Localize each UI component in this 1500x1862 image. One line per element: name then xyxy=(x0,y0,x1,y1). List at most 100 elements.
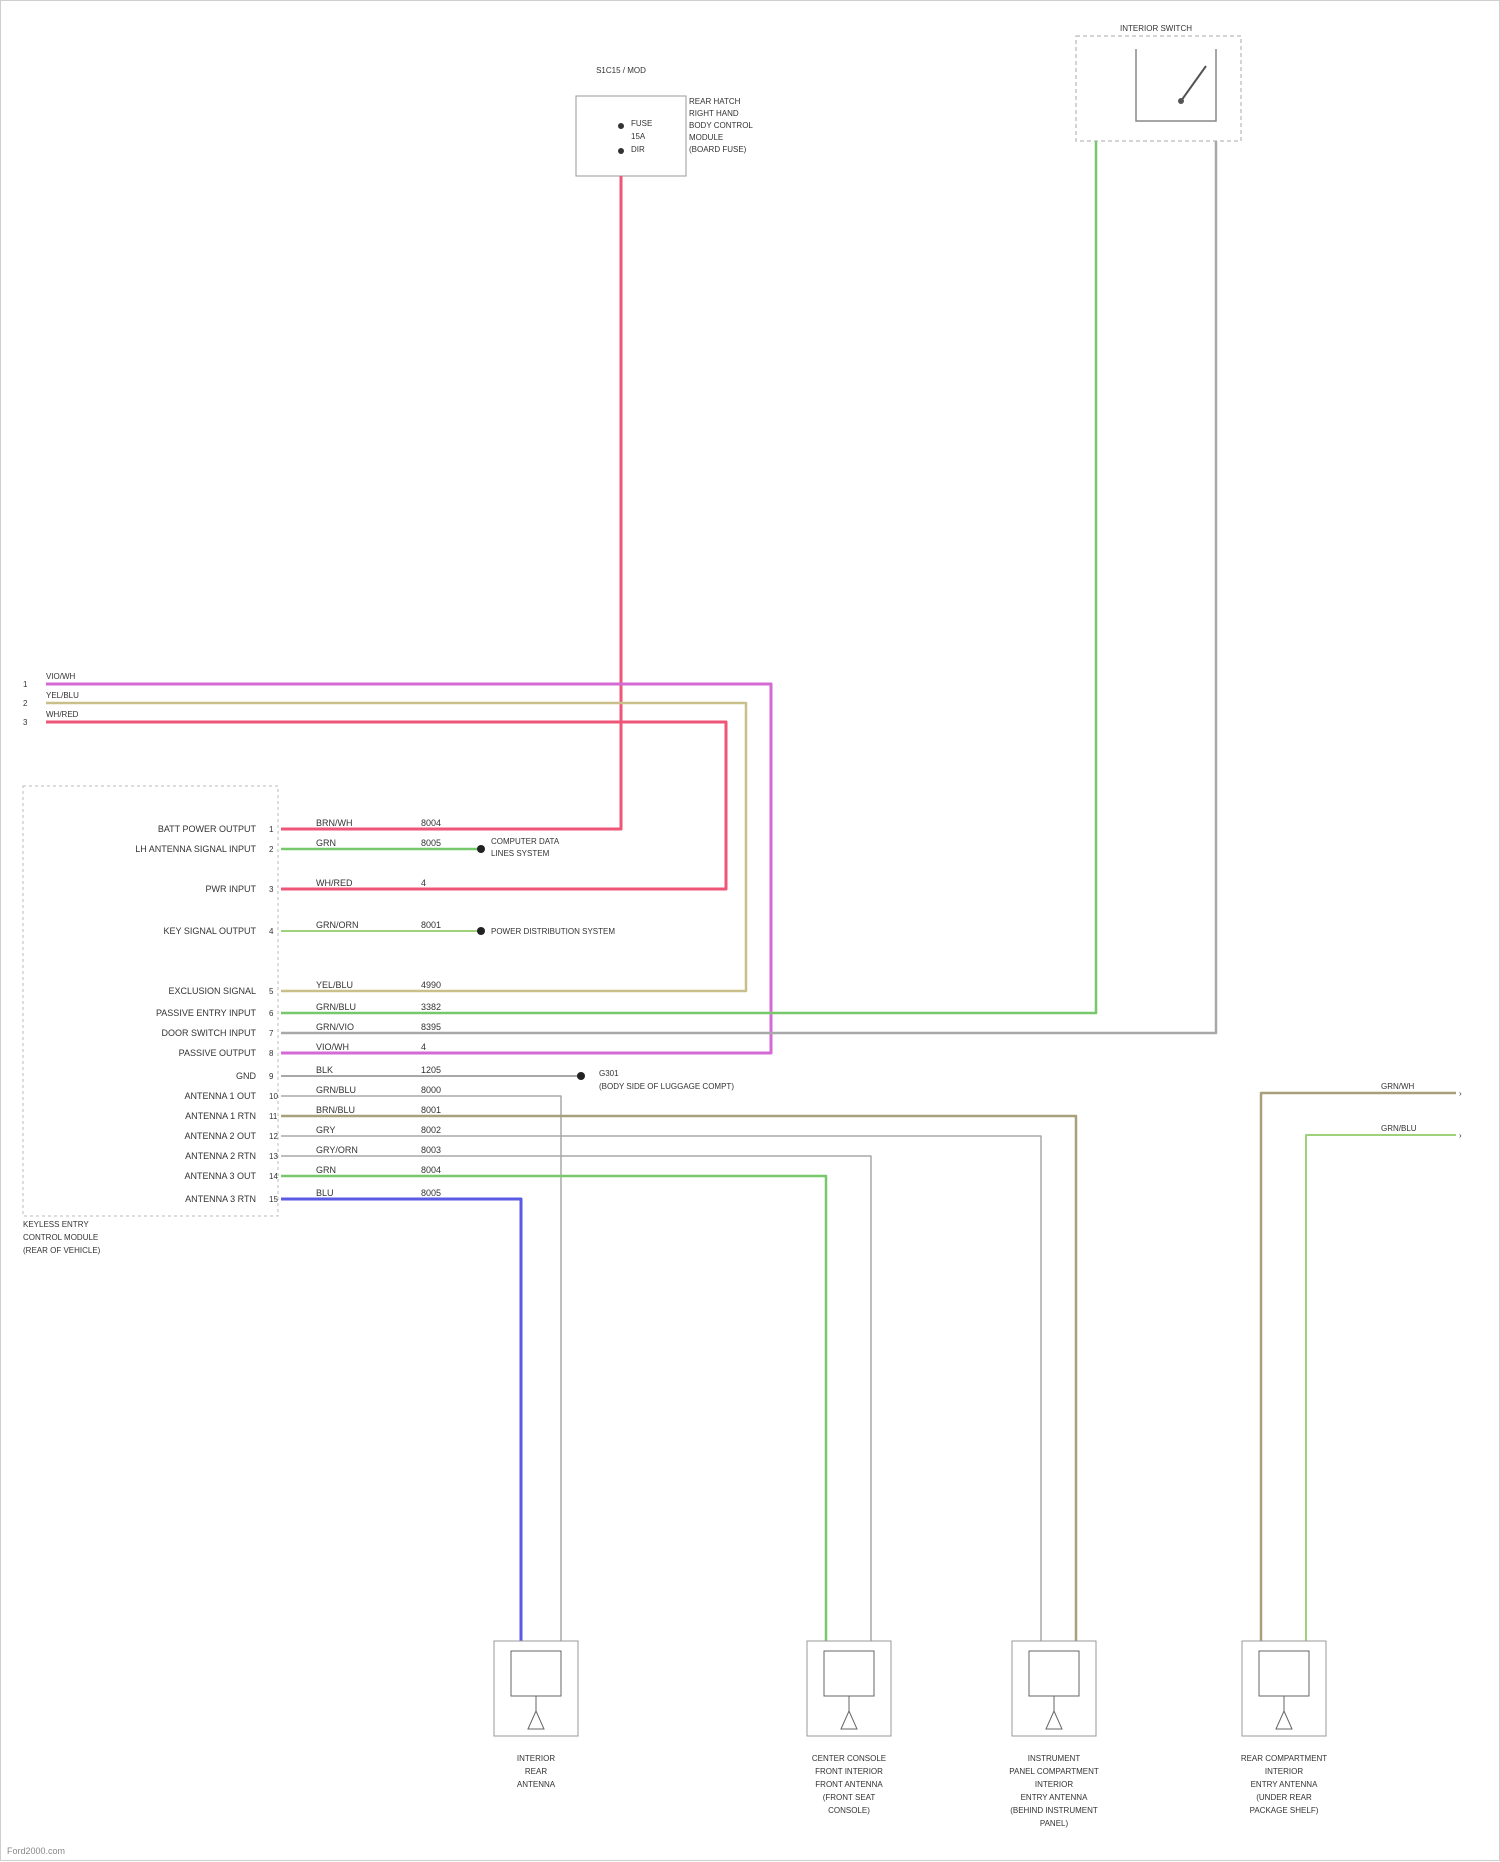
circuit-number: 8005 xyxy=(421,838,441,848)
antenna-name: INSTRUMENT xyxy=(1028,1754,1081,1763)
pin-label: EXCLUSION SIGNAL xyxy=(168,986,256,996)
pin-number: 5 xyxy=(269,987,274,996)
pin-label: GND xyxy=(236,1071,257,1081)
ref-note: G301 xyxy=(599,1069,619,1078)
fuse-block: S1C15 / MOD FUSE 15A DIR REAR HATCH RIGH… xyxy=(576,66,753,176)
circuit-number: 8000 xyxy=(421,1085,441,1095)
antenna-name: PANEL) xyxy=(1040,1819,1069,1828)
splice-icon xyxy=(477,927,485,935)
wire-color-label: GRN/ORN xyxy=(316,920,359,930)
wire-color-label: YEL/BLU xyxy=(316,980,353,990)
top-wire-color: WH/RED xyxy=(46,710,79,719)
antenna-name: INTERIOR xyxy=(1265,1767,1303,1776)
antenna-name: INTERIOR xyxy=(1035,1780,1073,1789)
antenna-name: (BEHIND INSTRUMENT xyxy=(1010,1806,1098,1815)
module-name: CONTROL MODULE xyxy=(23,1233,98,1242)
pin-number: 7 xyxy=(269,1029,274,1038)
antenna-name: PANEL COMPARTMENT xyxy=(1009,1767,1099,1776)
right-wire-labels: GRN/WH GRN/BLU › › xyxy=(1381,1082,1462,1140)
antenna-name: CENTER CONSOLE xyxy=(812,1754,886,1763)
antenna-name: FRONT ANTENNA xyxy=(815,1780,883,1789)
ref-note: COMPUTER DATA xyxy=(491,837,560,846)
top-wire-num: 2 xyxy=(23,699,28,708)
antenna-icon xyxy=(1046,1696,1062,1729)
antenna-box xyxy=(807,1641,891,1736)
circuit-number: 8003 xyxy=(421,1145,441,1155)
wire-color-label: GRN/VIO xyxy=(316,1022,354,1032)
fuse-terminal-icon xyxy=(618,148,624,154)
splice-icon xyxy=(477,845,485,853)
fuse-title: S1C15 / MOD xyxy=(596,66,646,75)
pin-number: 15 xyxy=(269,1195,278,1204)
wire xyxy=(1306,1135,1456,1641)
antenna-name: CONSOLE) xyxy=(828,1806,870,1815)
pin-label: ANTENNA 2 OUT xyxy=(184,1131,256,1141)
top-wire-connector: 1 2 3 VIO/WH YEL/BLU WH/RED xyxy=(23,672,79,727)
antenna-coil xyxy=(511,1651,561,1696)
antenna-coil xyxy=(824,1651,874,1696)
wire xyxy=(281,1199,521,1641)
circuit-number: 8005 xyxy=(421,1188,441,1198)
antenna-name: (FRONT SEAT xyxy=(823,1793,876,1802)
wire xyxy=(281,1116,1076,1641)
wire xyxy=(281,141,1216,1033)
keyless-entry-module: BATT POWER OUTPUT1BRN/WH8004LH ANTENNA S… xyxy=(23,786,441,1255)
antenna-name: REAR COMPARTMENT xyxy=(1241,1754,1327,1763)
pin-label: DOOR SWITCH INPUT xyxy=(162,1028,257,1038)
wire xyxy=(281,141,1096,1013)
circuit-number: 8001 xyxy=(421,920,441,930)
top-wire-color: YEL/BLU xyxy=(46,691,79,700)
circuit-number: 8002 xyxy=(421,1125,441,1135)
wire-color-label: GRY xyxy=(316,1125,335,1135)
top-wire-color: VIO/WH xyxy=(46,672,76,681)
module-name: KEYLESS ENTRY xyxy=(23,1220,89,1229)
wire-color-label: GRY/ORN xyxy=(316,1145,358,1155)
wire-color-label: GRN xyxy=(316,838,336,848)
ground-splice-icon xyxy=(577,1072,585,1080)
pin-label: ANTENNA 3 OUT xyxy=(184,1171,256,1181)
antenna-name: ENTRY ANTENNA xyxy=(1251,1780,1318,1789)
pin-label: ANTENNA 1 RTN xyxy=(185,1111,256,1121)
antenna-icon xyxy=(1276,1696,1292,1729)
pin-label: PASSIVE ENTRY INPUT xyxy=(156,1008,257,1018)
module-pin-list: BATT POWER OUTPUT1BRN/WH8004LH ANTENNA S… xyxy=(135,818,441,1204)
pin-number: 6 xyxy=(269,1009,274,1018)
interior-switch: INTERIOR SWITCH xyxy=(1076,24,1241,141)
pin-label: PWR INPUT xyxy=(206,884,257,894)
switch-lever-icon xyxy=(1181,66,1206,101)
pin-number: 10 xyxy=(269,1092,278,1101)
wire xyxy=(281,1136,1041,1641)
switch-contact-icon xyxy=(1136,49,1216,121)
pin-number: 11 xyxy=(269,1112,278,1121)
antenna-box xyxy=(494,1641,578,1736)
pin-label: ANTENNA 3 RTN xyxy=(185,1194,256,1204)
right-wire-color: GRN/WH xyxy=(1381,1082,1415,1091)
pin-label: BATT POWER OUTPUT xyxy=(158,824,257,834)
wire-color-label: GRN/BLU xyxy=(316,1085,356,1095)
wire xyxy=(46,722,726,889)
pin-label: PASSIVE OUTPUT xyxy=(179,1048,257,1058)
antenna-name: ENTRY ANTENNA xyxy=(1021,1793,1088,1802)
antenna-box xyxy=(1012,1641,1096,1736)
pin-number: 14 xyxy=(269,1172,278,1181)
antenna-name: (UNDER REAR xyxy=(1256,1793,1312,1802)
wire xyxy=(281,1156,871,1641)
antenna-name: ANTENNA xyxy=(517,1780,556,1789)
circuit-number: 4 xyxy=(421,878,426,888)
fuse-line: DIR xyxy=(631,145,645,154)
pin-number: 12 xyxy=(269,1132,278,1141)
switch-pivot-icon xyxy=(1178,98,1184,104)
fuse-line: FUSE xyxy=(631,119,652,128)
antenna-name: REAR xyxy=(525,1767,547,1776)
ref-note: LINES SYSTEM xyxy=(491,849,550,858)
pin-label: ANTENNA 2 RTN xyxy=(185,1151,256,1161)
wire xyxy=(46,684,771,1053)
antenna-box xyxy=(1242,1641,1326,1736)
fuse-note: REAR HATCH xyxy=(689,97,741,106)
right-wire-color: GRN/BLU xyxy=(1381,1124,1417,1133)
circuit-number: 3382 xyxy=(421,1002,441,1012)
wire-color-label: BLK xyxy=(316,1065,333,1075)
pin-number: 2 xyxy=(269,845,274,854)
